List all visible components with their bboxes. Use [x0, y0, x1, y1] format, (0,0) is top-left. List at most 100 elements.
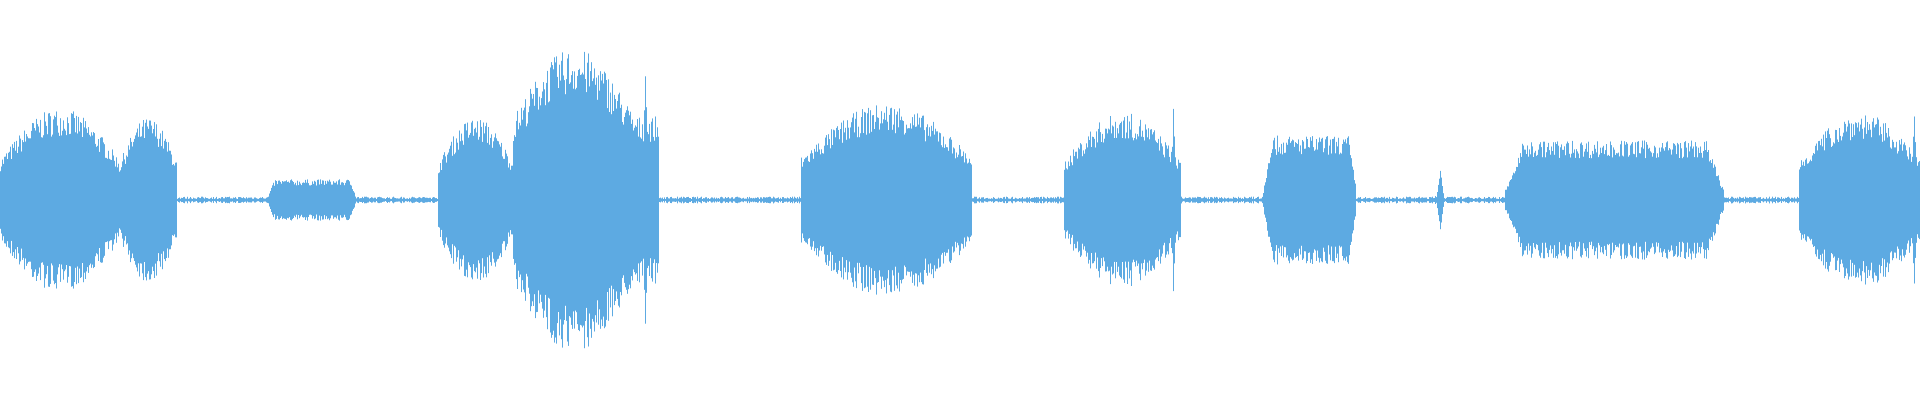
waveform-sample [1283, 142, 1284, 258]
waveform-sample [1852, 137, 1853, 263]
waveform-sample [976, 196, 977, 204]
waveform-sample [659, 198, 660, 202]
waveform-sample [755, 197, 756, 203]
waveform-sample [149, 120, 150, 280]
waveform-sample [82, 137, 83, 263]
waveform-sample [438, 173, 439, 227]
waveform-sample [1179, 162, 1180, 238]
waveform-sample [1080, 143, 1081, 257]
waveform-sample [1776, 199, 1777, 201]
waveform-sample [1741, 198, 1742, 202]
waveform-sample [1368, 198, 1369, 202]
waveform-sample [903, 121, 904, 279]
waveform-sample [417, 198, 418, 202]
waveform-sample [923, 115, 924, 285]
waveform-sample [1479, 197, 1480, 203]
waveform-sample [649, 123, 650, 277]
waveform-sample [1225, 198, 1226, 202]
waveform-sample [434, 197, 435, 203]
waveform-sample [1731, 196, 1732, 204]
waveform-sample [465, 123, 466, 277]
waveform-sample [1298, 139, 1299, 261]
waveform-sample [1405, 198, 1406, 202]
waveform-sample [118, 163, 119, 237]
waveform-sample [1018, 198, 1019, 202]
waveform-sample [1380, 197, 1381, 202]
waveform-sample [1728, 197, 1729, 203]
waveform-sample [366, 196, 367, 204]
waveform-sample [1216, 196, 1217, 204]
waveform-sample [660, 197, 661, 203]
waveform-sample [234, 197, 235, 203]
waveform-sample [22, 140, 23, 260]
waveform-sample [1545, 157, 1546, 243]
waveform-sample [1270, 157, 1271, 243]
waveform-sample [1463, 198, 1464, 202]
waveform-sample [1551, 146, 1552, 254]
waveform-sample [1022, 197, 1023, 204]
waveform-sample [173, 164, 174, 236]
waveform-sample [1321, 138, 1322, 262]
waveform-sample [270, 191, 271, 209]
waveform-sample [1180, 162, 1181, 238]
waveform-sample [1148, 128, 1149, 272]
waveform-sample [879, 129, 880, 271]
waveform-sample [1026, 197, 1027, 203]
waveform-sample [115, 166, 116, 234]
waveform-sample [104, 144, 105, 256]
waveform-sample [537, 88, 538, 312]
waveform-sample [898, 127, 899, 273]
waveform-sample [1403, 197, 1404, 203]
waveform-sample [273, 182, 274, 218]
waveform-sample [942, 147, 943, 253]
waveform-sample [140, 136, 141, 264]
waveform-sample [1233, 196, 1234, 204]
waveform-sample [1568, 143, 1569, 257]
waveform-sample [689, 198, 690, 202]
waveform-sample [717, 198, 718, 202]
waveform-sample [199, 197, 200, 203]
waveform-sample [650, 141, 651, 259]
waveform-sample [765, 197, 766, 203]
waveform-sample [1364, 198, 1365, 202]
waveform-sample [503, 158, 504, 242]
waveform-sample [1099, 122, 1100, 278]
waveform-sample [1574, 149, 1575, 251]
waveform-sample [388, 198, 389, 202]
waveform-sample [1350, 155, 1351, 245]
waveform-sample [369, 198, 370, 202]
waveform-sample [1144, 140, 1145, 260]
waveform-sample [1475, 198, 1476, 202]
waveform-sample [1466, 197, 1467, 203]
waveform-sample [510, 169, 511, 231]
waveform-sample [296, 185, 297, 215]
waveform-sample [1743, 197, 1744, 203]
waveform-sample [1329, 145, 1330, 255]
waveform-sample [330, 181, 331, 219]
waveform-sample [1190, 197, 1191, 203]
waveform-sample [1770, 198, 1771, 202]
waveform-sample [1040, 197, 1041, 203]
waveform-sample [206, 198, 207, 202]
waveform-sample [1094, 138, 1095, 262]
waveform-sample [834, 130, 835, 270]
waveform-sample [1699, 153, 1700, 247]
waveform-sample [1010, 198, 1011, 202]
waveform-sample [382, 198, 383, 202]
waveform-sample [1859, 131, 1860, 269]
waveform-sample [1107, 133, 1108, 267]
waveform-sample [424, 197, 425, 203]
waveform-sample [1617, 153, 1618, 247]
waveform-sample [790, 197, 791, 203]
waveform-sample [1686, 147, 1687, 253]
waveform-sample [817, 151, 818, 249]
waveform-sample [615, 99, 616, 301]
waveform-sample [526, 126, 527, 274]
waveform-sample [1031, 198, 1032, 202]
waveform-sample [1589, 158, 1590, 243]
waveform-sample [1639, 153, 1640, 247]
waveform-sample [945, 144, 946, 256]
waveform-sample [1315, 149, 1316, 251]
